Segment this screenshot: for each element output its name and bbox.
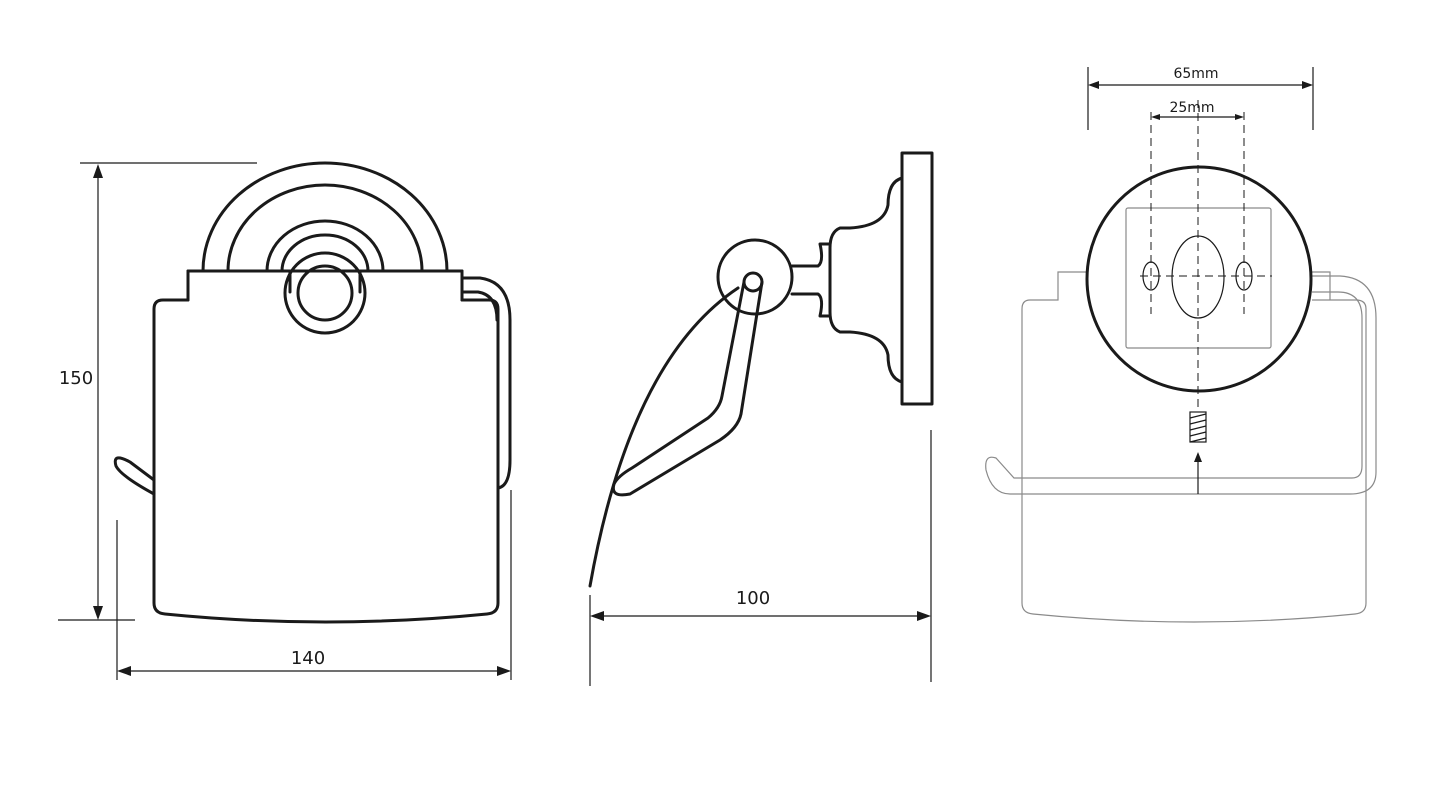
cover-arc: [588, 286, 740, 588]
height-arrow-bottom: [93, 606, 103, 620]
side-paper-arm: [611, 280, 764, 497]
inner-arrow-right: [1235, 114, 1244, 120]
set-screw-arrow: [1194, 452, 1202, 462]
side-view: 100: [588, 151, 934, 686]
height-label: 150: [59, 368, 93, 389]
pivot-circle: [716, 238, 794, 316]
rear-view: 65mm 25mm: [985, 66, 1377, 623]
dome-hub-ring: [280, 233, 370, 273]
depth-arrow-left: [590, 611, 604, 621]
hinge-arm: [460, 276, 512, 490]
neck-bottom: [790, 292, 832, 318]
inner-arrow-left: [1151, 114, 1160, 120]
width-label: 140: [291, 648, 325, 669]
neck-top: [790, 242, 832, 268]
dome-middle-ring: [226, 183, 424, 273]
top-plate-sides: [186, 269, 464, 302]
dome-inner-ring: [265, 219, 385, 273]
outer-arrow-left: [1088, 81, 1099, 89]
inner-mount-label: 25mm: [1169, 100, 1214, 116]
hub-notch: [288, 269, 362, 294]
pivot-pin: [742, 271, 764, 293]
wall-plate: [900, 151, 934, 406]
arm-loop: [985, 275, 1377, 495]
front-view: 150 140: [58, 161, 512, 680]
outer-arrow-right: [1302, 81, 1313, 89]
width-arrow-right: [497, 666, 511, 676]
hinge-arm-inner: [460, 290, 499, 322]
set-screw-thread: [1189, 413, 1207, 443]
cover-outline: [152, 298, 500, 624]
dome-outer-ring: [201, 161, 449, 273]
set-screw: [1189, 411, 1207, 443]
base-profile: [828, 176, 904, 384]
depth-arrow-right: [917, 611, 931, 621]
depth-label: 100: [736, 588, 770, 609]
paper-arm: [113, 456, 156, 496]
outer-mount-label: 65mm: [1173, 66, 1218, 82]
hub-inner-circle: [296, 264, 354, 322]
width-arrow-left: [117, 666, 131, 676]
hidden-cover-right-step: [1312, 271, 1331, 300]
mounting-plate: [1085, 165, 1313, 393]
hub-outer-circle: [283, 251, 367, 335]
hidden-cover-outline: [1021, 271, 1367, 623]
height-arrow-top: [93, 164, 103, 178]
